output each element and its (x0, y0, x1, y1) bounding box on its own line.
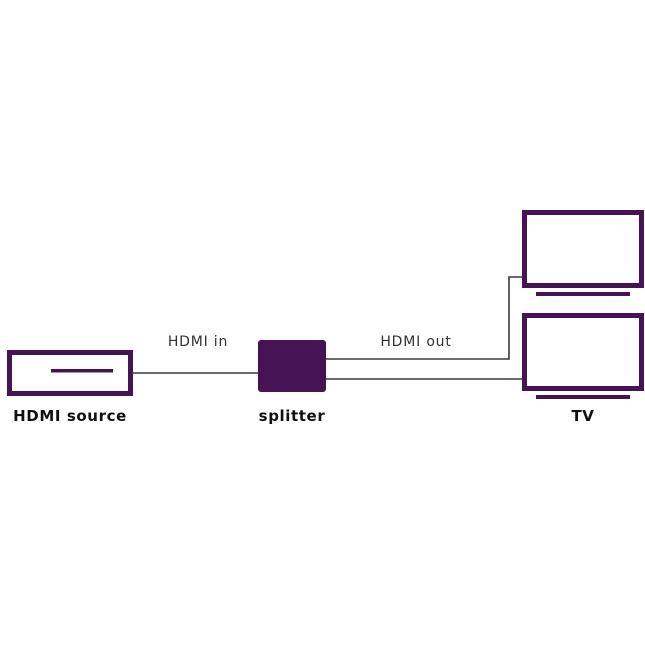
cable-splitter-to-tv-top (326, 276, 523, 360)
label-tv: TV (571, 407, 595, 425)
splitter-box-icon (258, 340, 326, 392)
label-hdmi-source: HDMI source (13, 407, 127, 425)
label-hdmi-out: HDMI out (380, 334, 452, 350)
label-hdmi-in: HDMI in (167, 334, 229, 350)
hdmi-source-box-icon (7, 350, 133, 396)
label-splitter: splitter (258, 407, 326, 425)
tv-monitor-icon (522, 313, 644, 399)
tv-monitor-icon (522, 210, 644, 296)
